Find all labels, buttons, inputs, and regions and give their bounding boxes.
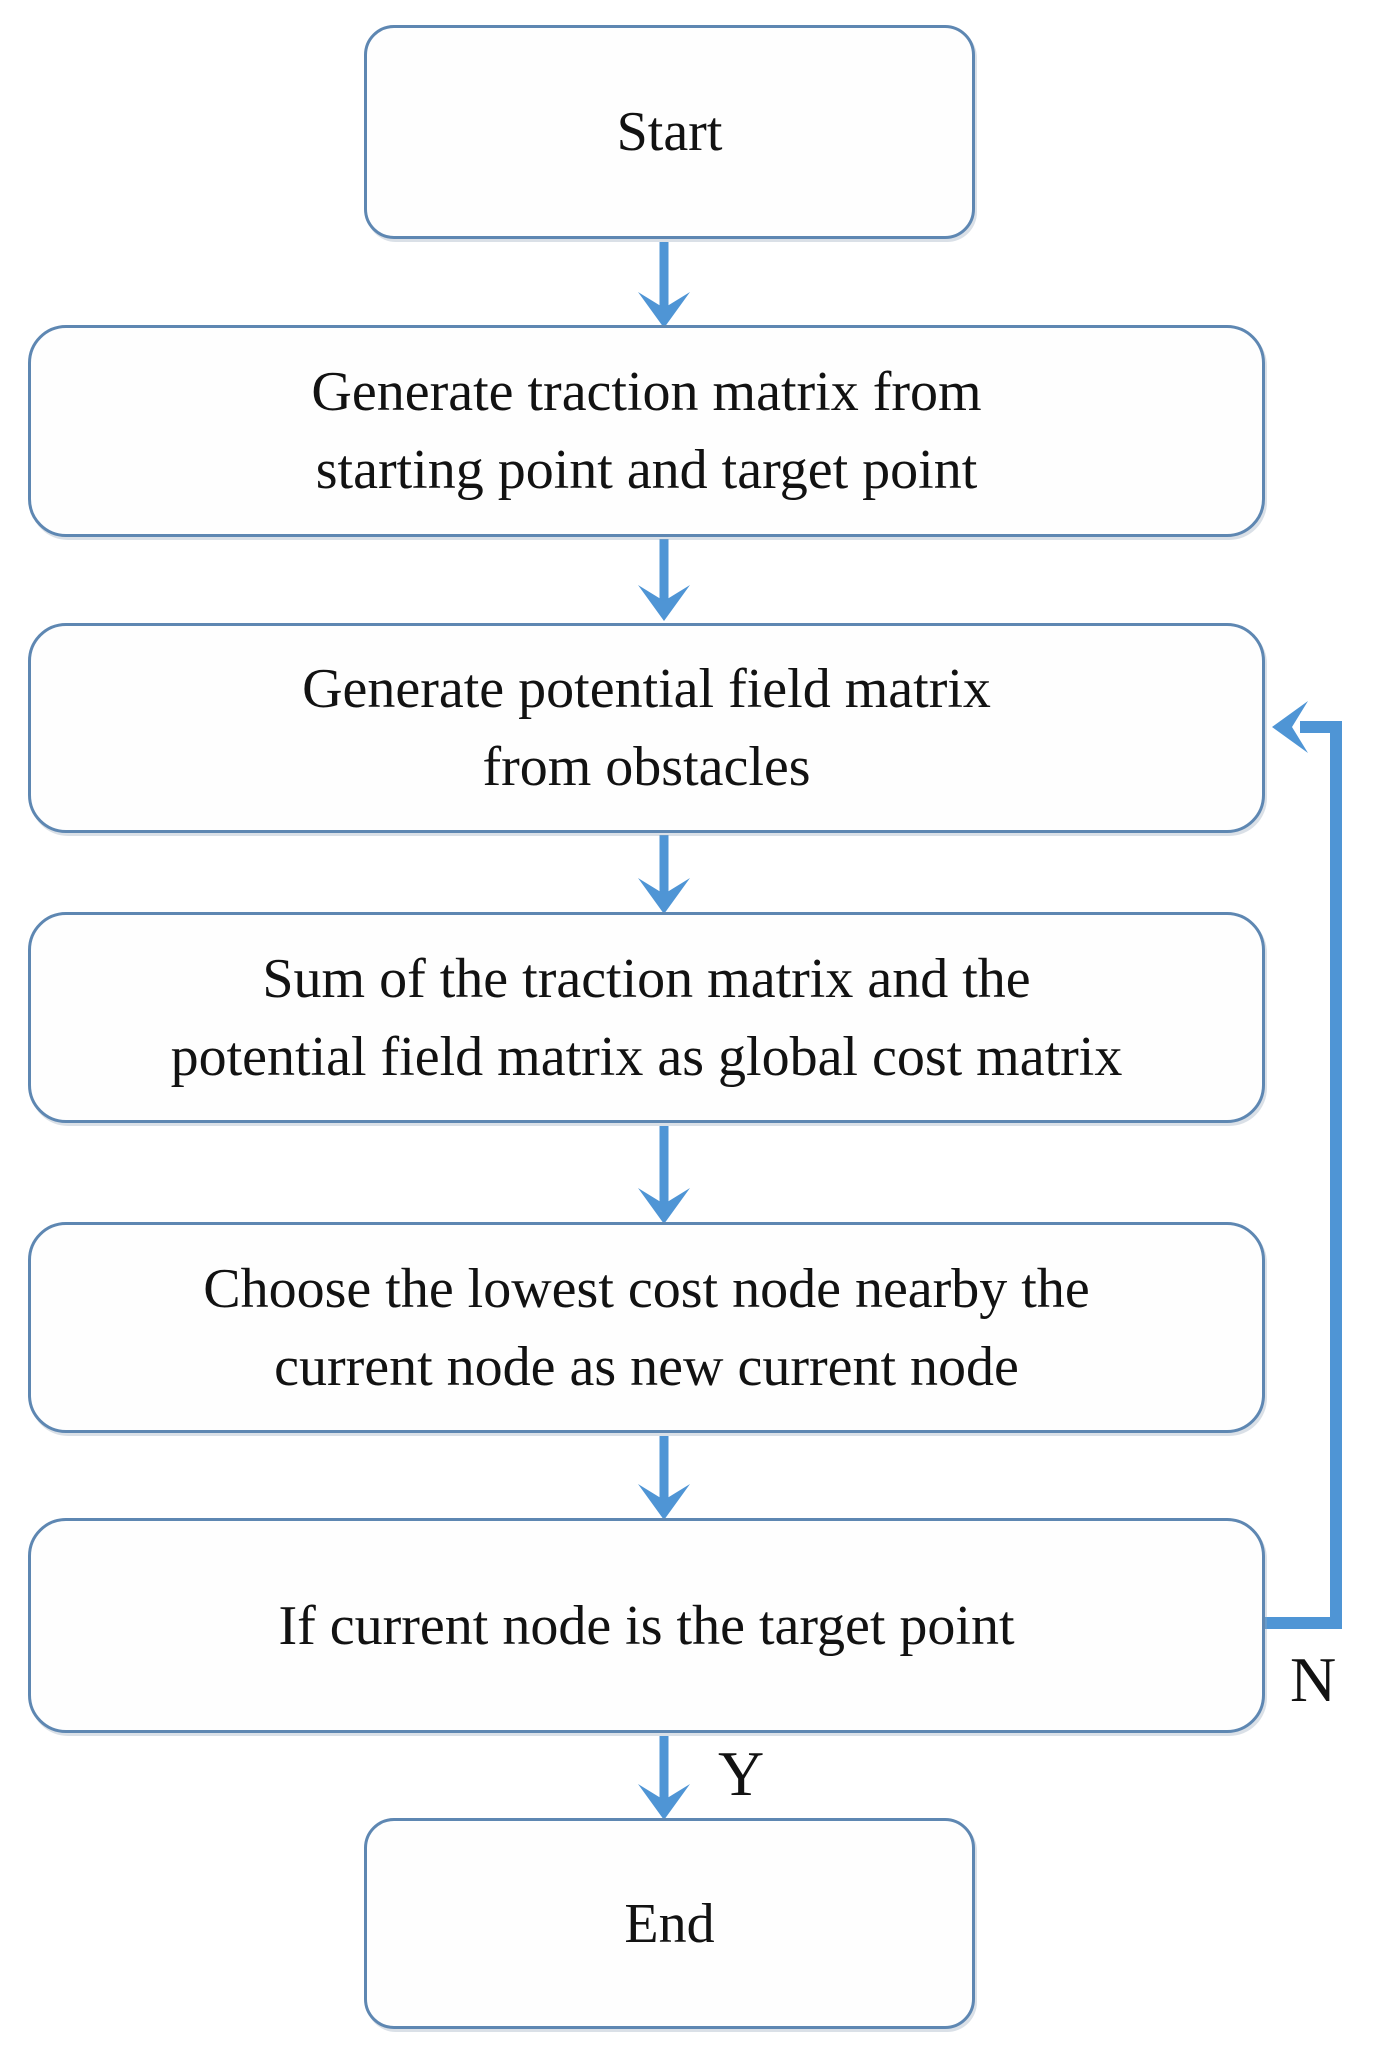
node-start-label: Start (616, 101, 723, 163)
node-global-cost: Sum of the traction matrix and the poten… (28, 912, 1265, 1123)
node-choose-line-2: current node as new current node (274, 1335, 1019, 1398)
node-choose-node: Choose the lowest cost node nearby the c… (28, 1222, 1265, 1433)
node-check-target: If current node is the target point (28, 1518, 1265, 1733)
arrow-start-to-traction (638, 242, 690, 328)
node-traction-line-2: starting point and target point (315, 439, 978, 501)
node-check-label: If current node is the target point (278, 1594, 1015, 1657)
node-potential-field: Generate potential field matrix from obs… (28, 623, 1265, 833)
arrow-choose-to-check (638, 1436, 690, 1520)
node-potential-line-2: from obstacles (482, 736, 811, 798)
node-potential-line-1: Generate potential field matrix (302, 658, 991, 720)
loop-no-edge (1265, 701, 1342, 1629)
node-start: Start (364, 25, 975, 239)
arrow-potential-to-sum (638, 835, 690, 914)
node-global-cost-line-1: Sum of the traction matrix and the (262, 947, 1031, 1010)
node-global-cost-line-2: potential field matrix as global cost ma… (170, 1025, 1123, 1088)
arrow-sum-to-choose (638, 1126, 690, 1224)
node-choose-line-1: Choose the lowest cost node nearby the (203, 1257, 1090, 1320)
node-end: End (364, 1818, 975, 2029)
edge-label-yes: Y (718, 1738, 765, 1809)
arrow-traction-to-potential (638, 539, 690, 621)
node-end-label: End (624, 1892, 715, 1955)
node-traction-matrix: Generate traction matrix from starting p… (28, 325, 1265, 537)
node-traction-line-1: Generate traction matrix from (311, 361, 982, 423)
edge-label-no: N (1290, 1644, 1337, 1715)
arrow-check-to-end-yes (638, 1736, 690, 1820)
